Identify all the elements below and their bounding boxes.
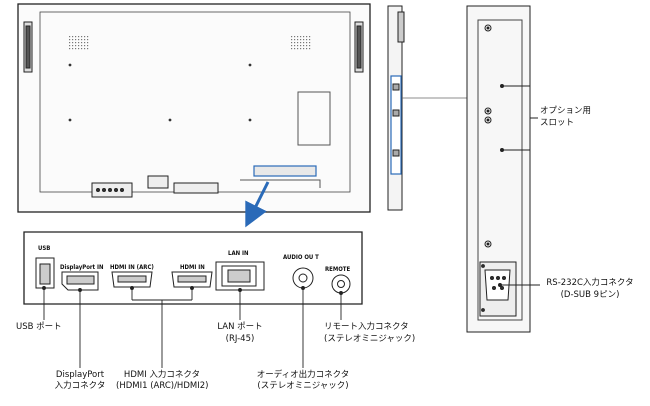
displayport-callout-line2: 入力コネクタ bbox=[54, 381, 106, 391]
rs232c-leader bbox=[498, 283, 540, 287]
zoom-arrow bbox=[245, 181, 270, 228]
side-panel-enlarged bbox=[466, 5, 531, 333]
monitor-rear-view bbox=[17, 3, 371, 213]
rs232c-callout-line2: (D-SUB 9ピン) bbox=[560, 290, 620, 300]
remote-panel-label: REMOTE bbox=[325, 266, 351, 273]
audio-out-callout-line2: (ステレオミニジャック) bbox=[257, 381, 349, 391]
displayport-callout-line1: DisplayPort bbox=[55, 370, 105, 380]
lan-callout-line1: LAN ポート bbox=[217, 322, 263, 332]
hdmi-panel-label: HDMI IN bbox=[180, 264, 205, 271]
option-slot-bracket bbox=[500, 84, 538, 152]
option-slot-callout-line1: オプション用 bbox=[540, 106, 592, 116]
displayport-panel-label: DisplayPort IN bbox=[60, 264, 104, 271]
lan-callout-line2: (RJ-45) bbox=[225, 334, 255, 344]
hdmi-arc-panel-label: HDMI IN (ARC) bbox=[110, 264, 154, 271]
option-slot-callout-line2: スロット bbox=[540, 118, 575, 128]
leader-lines bbox=[42, 286, 343, 368]
usb-port-callout: USB ポート bbox=[16, 322, 62, 332]
connector-panel bbox=[23, 231, 363, 305]
hdmi-callout-line2: (HDMI1 (ARC)/HDMI2) bbox=[116, 381, 209, 391]
remote-callout-line1: リモート入力コネクタ bbox=[324, 322, 409, 332]
audio-out-callout-line1: オーディオ出力コネクタ bbox=[256, 370, 350, 380]
audio-out-panel-label: AUDIO OU T bbox=[283, 254, 319, 261]
hdmi-callout-line1: HDMI 入力コネクタ bbox=[123, 370, 201, 380]
usb-panel-label: USB bbox=[38, 245, 51, 252]
lan-panel-label: LAN IN bbox=[228, 250, 249, 257]
monitor-side-view bbox=[387, 5, 405, 211]
rs232c-callout-line1: RS-232C入力コネクタ bbox=[546, 278, 634, 288]
remote-callout-line2: (ステレオミニジャック) bbox=[324, 334, 416, 344]
